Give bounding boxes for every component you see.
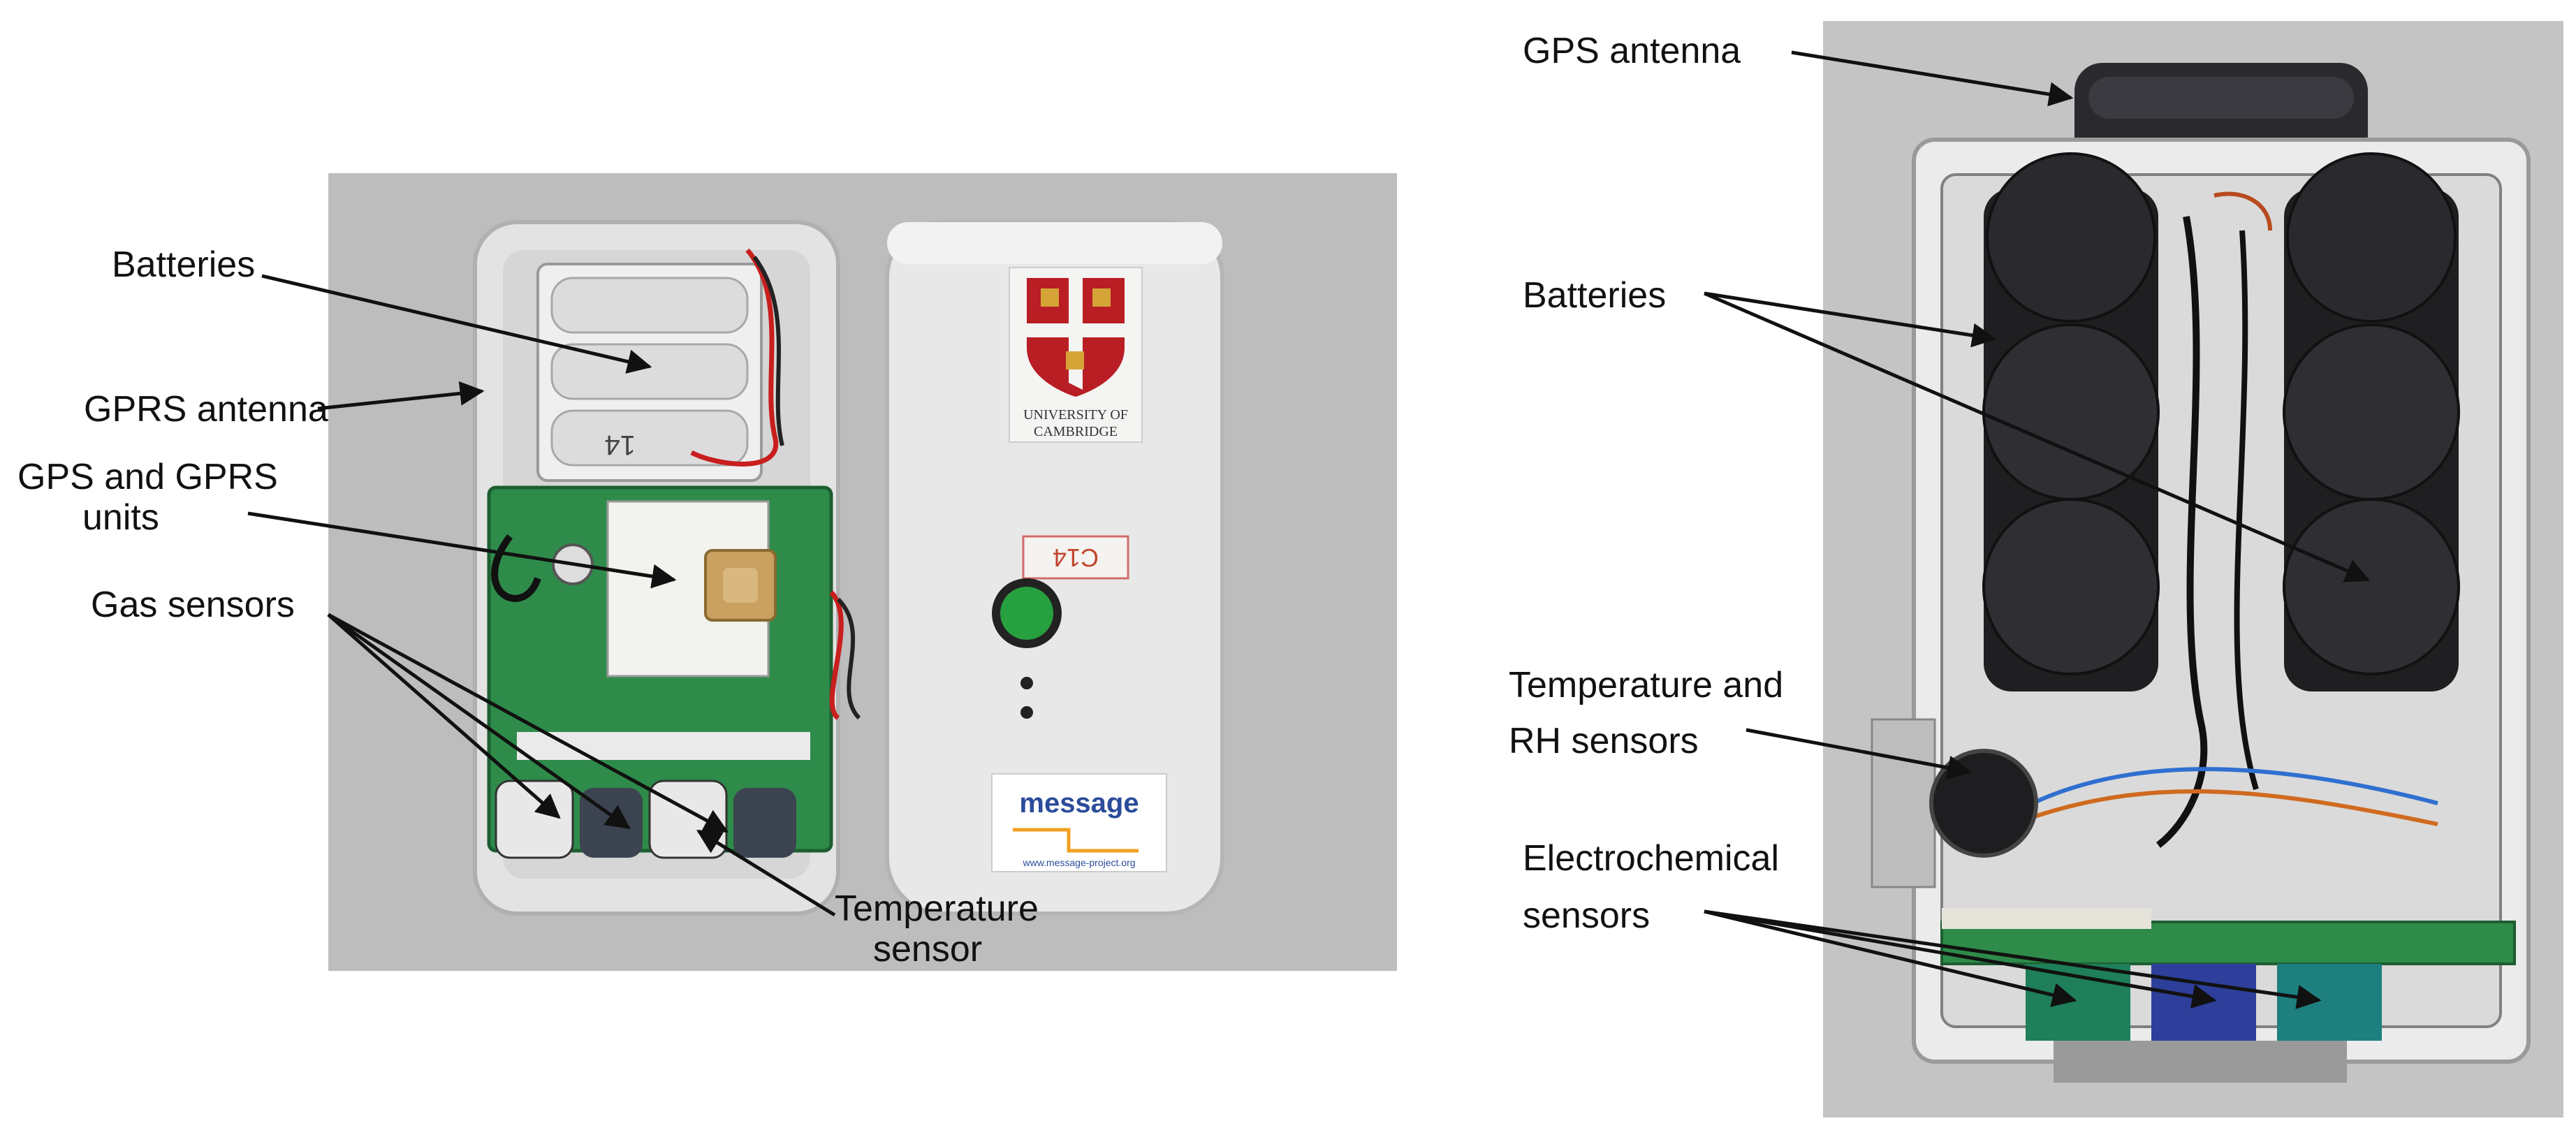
- right-device-illustration: [1823, 21, 2563, 1118]
- arrow-batteries-right-1: [1704, 291, 1997, 348]
- label-gps-gprs-line2: units: [82, 497, 159, 538]
- label-temp-rh-line1: Temperature and: [1509, 665, 1784, 705]
- label-gprs-antenna: GPRS antenna: [84, 389, 328, 430]
- label-gps-antenna: GPS antenna: [1523, 31, 1741, 71]
- label-batteries-right: Batteries: [1523, 275, 1667, 316]
- university-crest-sticker: UNIVERSITY OF CAMBRIDGE: [1009, 267, 1143, 443]
- label-batteries-left: Batteries: [112, 244, 256, 285]
- crest-text-line1: UNIVERSITY OF: [1023, 407, 1128, 423]
- crest-text-line2: CAMBRIDGE: [1034, 424, 1118, 439]
- message-url-text: www.message-project.org: [1022, 857, 1135, 868]
- arrow-gps-antenna: [1791, 50, 2074, 107]
- arrow-gprs-antenna: [317, 381, 485, 411]
- id-sticker: [1022, 535, 1129, 580]
- arrow-gps-gprs: [247, 511, 677, 589]
- label-gps-gprs-line1: GPS and GPRS: [17, 457, 278, 497]
- arrow-gas-sensor-2: [327, 613, 631, 830]
- message-logo-sticker: message www.message-project.org: [991, 773, 1167, 872]
- led-indicator-1: [1020, 677, 1033, 689]
- label-electrochemical-line2: sensors: [1523, 895, 1651, 936]
- message-logo-text: message: [1019, 788, 1139, 819]
- battery-stack-right: [2283, 152, 2460, 691]
- arrow-temp-rh: [1746, 728, 1973, 780]
- left-device-photo: 14 UNIVERSITY OF CAMB: [328, 173, 1397, 971]
- battery-stack-left: [1982, 152, 2160, 691]
- arrow-electrochemical-3: [1704, 909, 2322, 1009]
- label-gas-sensors: Gas sensors: [91, 585, 295, 625]
- label-temperature-line1: Temperature: [835, 888, 1039, 929]
- label-temp-rh-line2: RH sensors: [1509, 721, 1699, 761]
- arrow-electrochemical-1: [1704, 909, 2077, 1007]
- id-sticker-text: C14: [1053, 543, 1099, 572]
- label-electrochemical-line1: Electrochemical: [1523, 838, 1780, 879]
- label-temperature-line2: sensor: [873, 929, 983, 969]
- left-device-illustration: 14 UNIVERSITY OF CAMB: [328, 173, 1397, 971]
- right-device-photo: [1823, 21, 2563, 1118]
- arrow-gas-sensor-3: [327, 613, 729, 833]
- arrow-batteries-right-2: [1704, 291, 2371, 583]
- battery-marking: 14: [605, 430, 636, 460]
- arrow-temperature-sensor: [696, 829, 836, 917]
- led-indicator-2: [1020, 706, 1033, 719]
- arrow-electrochemical-2: [1704, 909, 2217, 1009]
- arrow-gas-sensor-1: [327, 613, 561, 819]
- arrow-batteries-left: [261, 274, 652, 374]
